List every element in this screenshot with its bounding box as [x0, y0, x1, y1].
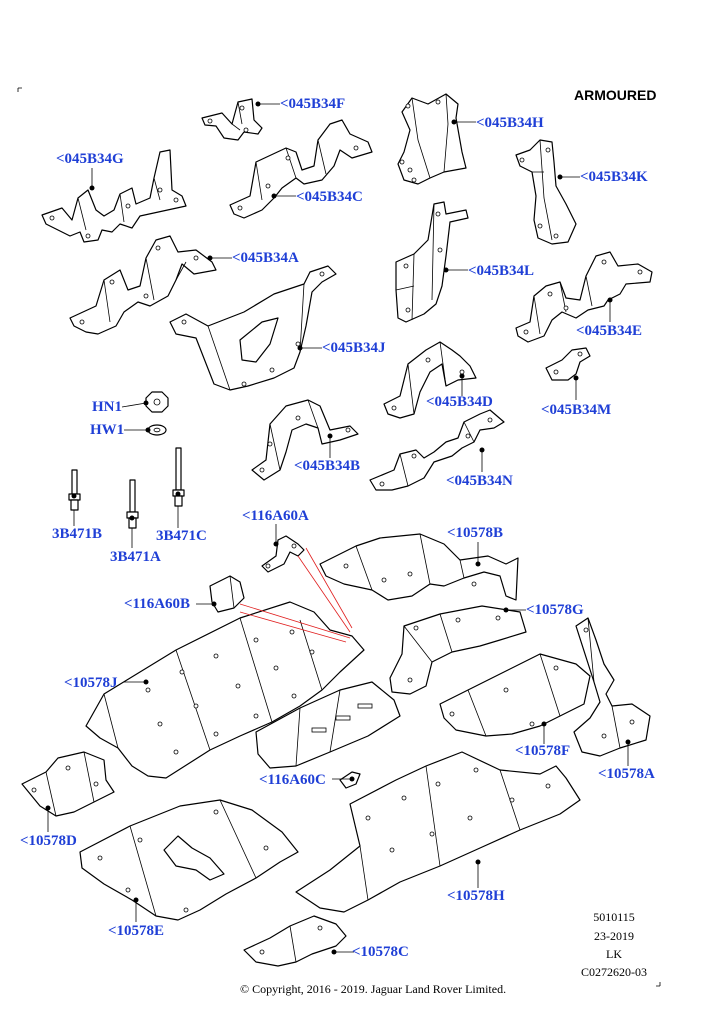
part-HW1-washer	[147, 424, 167, 436]
callout-10578J[interactable]: <10578J	[64, 675, 118, 691]
callout-3B471B[interactable]: 3B471B	[52, 526, 103, 542]
part-045B34G	[41, 149, 187, 243]
callout-HW1[interactable]: HW1	[90, 422, 125, 438]
leader-lines	[45, 101, 631, 955]
part-045B34M	[545, 347, 591, 381]
callout-045B34B[interactable]: <045B34B	[294, 458, 361, 474]
part-045B34E	[515, 251, 653, 343]
part-10578C	[243, 915, 347, 967]
callout-045B34A[interactable]: <045B34A	[232, 250, 299, 266]
part-116A60A	[261, 535, 305, 573]
part-045B34J	[169, 265, 337, 391]
callout-10578B[interactable]: <10578B	[447, 525, 504, 541]
callout-116A60C[interactable]: <116A60C	[259, 772, 326, 788]
part-10578E	[79, 799, 299, 921]
part-10578H	[295, 751, 581, 913]
part-10578J-center	[255, 681, 401, 769]
part-10578G	[389, 605, 527, 695]
callout-045B34H[interactable]: <045B34H	[476, 115, 544, 131]
callout-10578F[interactable]: <10578F	[515, 743, 571, 759]
part-116A60B	[209, 575, 245, 613]
callout-045B34D[interactable]: <045B34D	[426, 394, 493, 410]
callout-10578E[interactable]: <10578E	[108, 923, 165, 939]
callout-116A60B[interactable]: <116A60B	[124, 596, 191, 612]
part-045B34D	[383, 341, 477, 419]
callout-045B34N[interactable]: <045B34N	[446, 473, 513, 489]
callout-10578D[interactable]: <10578D	[20, 833, 77, 849]
part-045B34K	[515, 139, 577, 245]
part-3B471B-bolt	[68, 469, 81, 511]
part-10578A	[573, 617, 651, 757]
part-10578J	[85, 601, 365, 779]
part-045B34A	[69, 235, 217, 335]
part-045B34N	[369, 409, 505, 491]
callout-10578A[interactable]: <10578A	[598, 766, 655, 782]
callout-HN1[interactable]: HN1	[92, 399, 122, 415]
callout-116A60A[interactable]: <116A60A	[242, 508, 309, 524]
callout-045B34J[interactable]: <045B34J	[322, 340, 386, 356]
callout-045B34L[interactable]: <045B34L	[468, 263, 535, 279]
callout-045B34C[interactable]: <045B34C	[296, 189, 363, 205]
part-045B34B	[251, 399, 359, 481]
callout-045B34M[interactable]: <045B34M	[541, 402, 612, 418]
section-heading: ARMOURED	[574, 87, 657, 103]
illustration-reference: C0272620-03	[581, 965, 647, 979]
callout-045B34G[interactable]: <045B34G	[56, 151, 124, 167]
part-045B34H	[397, 93, 467, 185]
part-10578F	[439, 653, 591, 737]
illustration-date: 23-2019	[594, 929, 634, 943]
part-10578B	[319, 533, 519, 601]
part-045B34F	[201, 98, 263, 141]
part-045B34L	[395, 201, 469, 323]
part-10578D	[21, 751, 115, 817]
callout-10578C[interactable]: <10578C	[352, 944, 409, 960]
callout-10578H[interactable]: <10578H	[447, 888, 505, 904]
part-3B471C-bolt	[172, 447, 185, 507]
part-3B471A-bolt	[126, 479, 139, 529]
callout-045B34K[interactable]: <045B34K	[580, 169, 648, 185]
illustration-number: 5010115	[593, 910, 635, 924]
callout-10578G[interactable]: <10578G	[526, 602, 584, 618]
callout-3B471C[interactable]: 3B471C	[156, 528, 207, 544]
callout-045B34F[interactable]: <045B34F	[280, 96, 346, 112]
copyright-notice: © Copyright, 2016 - 2019. Jaguar Land Ro…	[240, 982, 507, 996]
callout-045B34E[interactable]: <045B34E	[576, 323, 643, 339]
illustration-author: LK	[606, 947, 622, 961]
part-HN1-nut	[145, 391, 169, 413]
callout-3B471A[interactable]: 3B471A	[110, 549, 161, 565]
